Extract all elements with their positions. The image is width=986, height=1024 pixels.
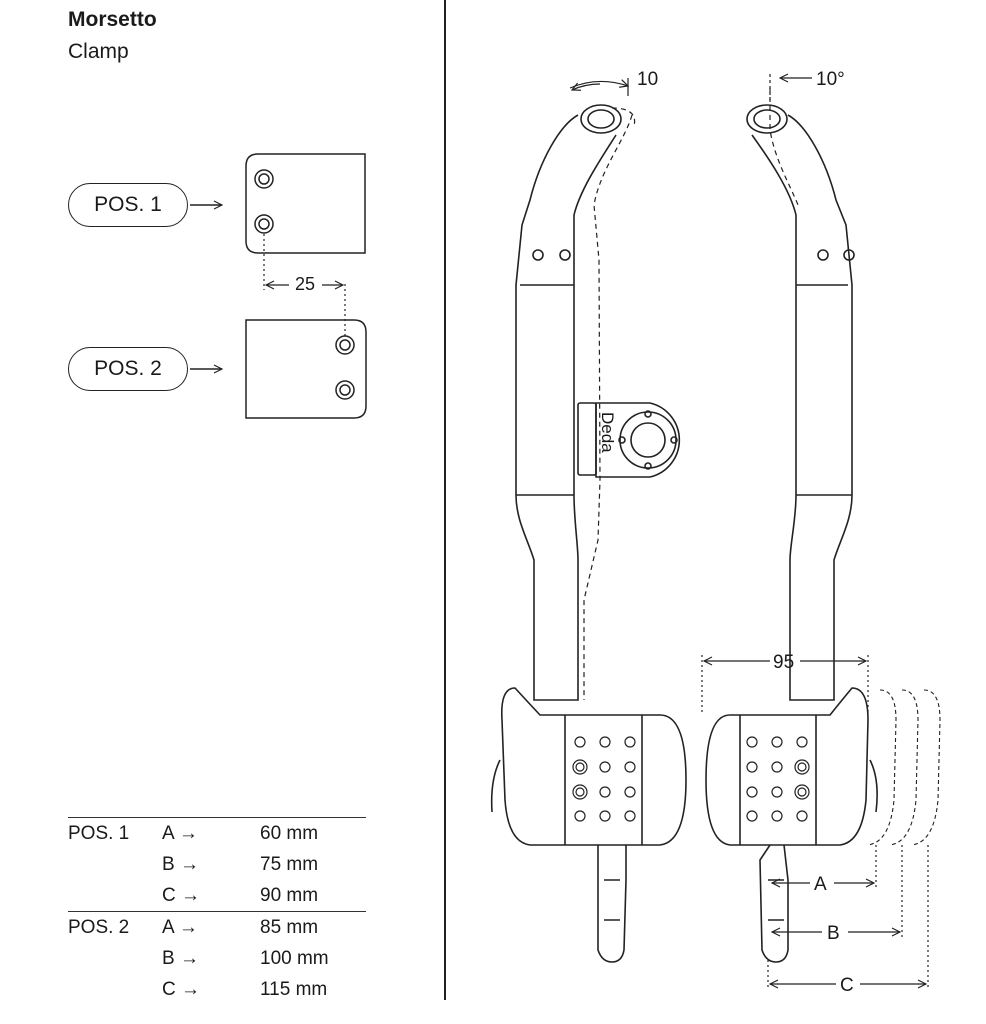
arrow-icon: → [181, 884, 201, 906]
pos2-label: POS. 2 [68, 347, 188, 391]
arrow-icon: → [179, 947, 199, 969]
value-cell: 100 mm [260, 947, 329, 969]
letter-cell: A → [162, 911, 260, 943]
letter-cell: B → [162, 947, 199, 969]
angle-left-dimension [569, 78, 628, 96]
value-cell: 90 mm [260, 884, 319, 906]
letter-cell: B → [162, 853, 199, 875]
value-cell: 85 mm [260, 911, 366, 943]
letter-cell: C → [162, 884, 201, 906]
arrow-icon: → [181, 978, 201, 1000]
pos-cell: POS. 2 [68, 911, 162, 943]
table-row: POS. 2 A → 85 mm [68, 911, 366, 943]
right-armrest-bolts [746, 736, 810, 822]
table-row: B → 75 mm [68, 849, 366, 880]
angle-left-label: 10 [637, 69, 658, 90]
offset-dimensions [767, 845, 929, 990]
dim-a-label: A [814, 874, 827, 895]
table-row: POS. 1 A → 60 mm [68, 817, 366, 849]
arrow-icon: → [178, 822, 198, 844]
width-dim-label: 95 [773, 652, 794, 673]
clamp-plate-pos1 [245, 153, 366, 254]
pos-cell: POS. 1 [68, 817, 162, 849]
angle-right-dimension [769, 74, 812, 100]
left-armrest [490, 687, 687, 846]
width-dimension [701, 655, 869, 715]
right-bottom-clamp [759, 844, 789, 963]
angle-right-label: 10° [816, 69, 845, 90]
panel-divider [444, 0, 446, 1000]
value-cell: 75 mm [260, 853, 319, 875]
arrow-icon: → [179, 853, 199, 875]
spec-table: POS. 1 A → 60 mm B → 75 mm C → 90 mm POS… [68, 817, 366, 1005]
left-extension [515, 104, 622, 701]
right-extension [746, 104, 855, 701]
page-title: Morsetto [68, 8, 157, 31]
arrow-icon: → [178, 916, 198, 938]
left-bottom-clamp [597, 845, 627, 963]
value-cell: 60 mm [260, 817, 366, 849]
letter-cell: A → [162, 817, 260, 849]
hole-spacing-dimension [263, 234, 346, 336]
table-row: C → 115 mm [68, 974, 366, 1005]
hole-spacing-label: 25 [293, 274, 318, 295]
letter-cell: C → [162, 978, 201, 1000]
brand-logo: Deda [598, 412, 617, 453]
left-armrest-bolts [572, 736, 636, 822]
computer-mount [577, 402, 681, 478]
table-row: C → 90 mm [68, 880, 366, 912]
armrest-alt-positions [867, 689, 941, 846]
table-row: B → 100 mm [68, 943, 366, 974]
value-cell: 115 mm [260, 978, 328, 1000]
clamp-plate-pos2 [245, 319, 367, 419]
page-subtitle: Clamp [68, 40, 129, 63]
dim-b-label: B [827, 923, 840, 944]
right-armrest [705, 687, 878, 846]
right-extension-dashed [769, 88, 799, 206]
pos1-label: POS. 1 [68, 183, 188, 227]
dim-c-label: C [840, 975, 854, 996]
left-extension-dashed [583, 107, 636, 700]
